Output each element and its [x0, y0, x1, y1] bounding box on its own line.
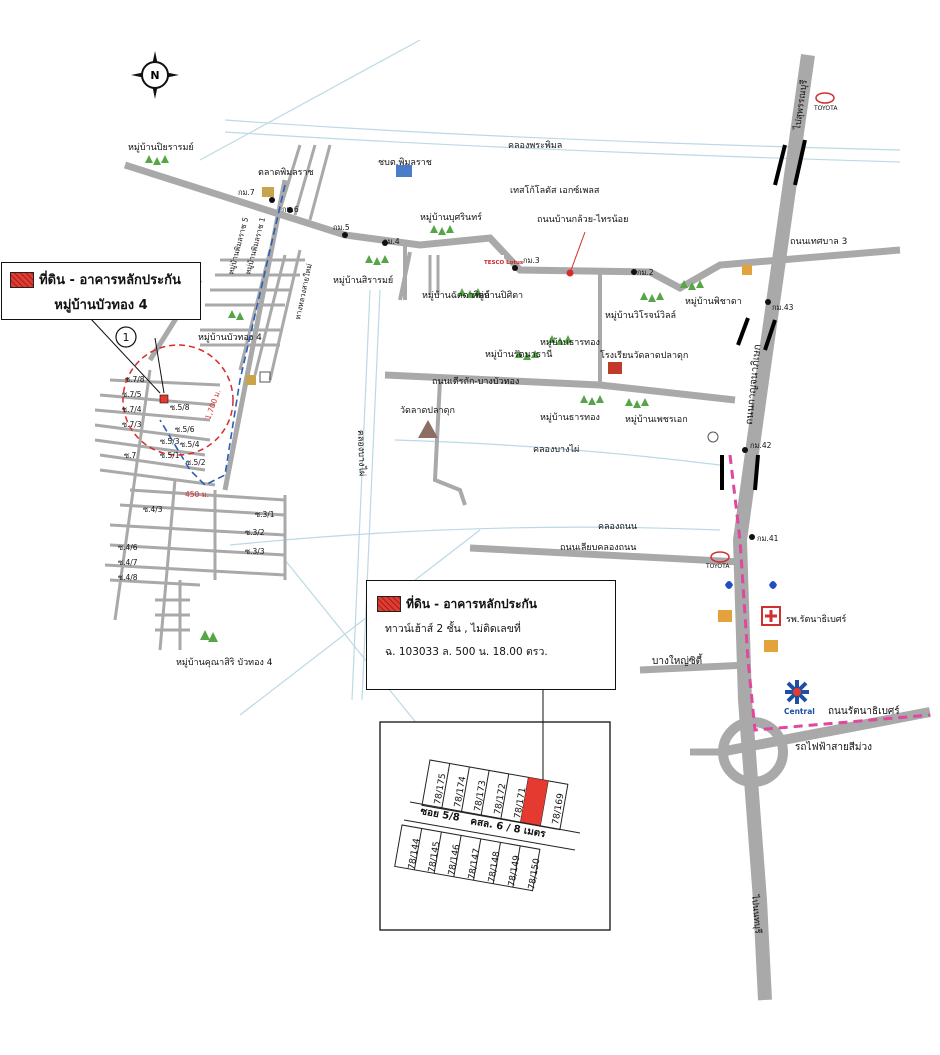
- poi-logos: [484, 92, 835, 704]
- label-wat: วัดลาดปลาดุก: [400, 406, 455, 416]
- label-pichaya: หมู่บ้านพิชาดา: [685, 296, 742, 307]
- label-kunasiri: หมู่บ้านคุณาสิริ บัวทอง 4: [176, 657, 273, 668]
- building-icons: [246, 165, 752, 438]
- svg-text:N: N: [150, 69, 159, 82]
- soi-label: ซ.3/2: [245, 528, 265, 537]
- label-piyaram: หมู่บ้านปิยรารมย์: [128, 141, 194, 153]
- label-purple-line: รถไฟฟ้าสายสีม่วง: [795, 741, 872, 753]
- label-pisita: หมู่บ้านปิศิตา: [472, 290, 523, 301]
- soi-label: ซ.7/4: [122, 405, 142, 414]
- label-tesco: เทสโก้โลตัส เอกซ์เพลส: [510, 184, 600, 196]
- soi-label: ซ.5/2: [186, 458, 206, 467]
- soi-label: ซ.4/8: [118, 573, 138, 582]
- label-kluay-sainoi: ถนนบ้านกล้วย-ไทรน้อย: [537, 214, 628, 225]
- soi-label: ซ.5/3: [160, 437, 180, 446]
- soi-label: ซ.7/3: [122, 420, 142, 429]
- soi-label: ซ.7: [124, 451, 136, 460]
- route-path: [159, 184, 286, 486]
- label-liab-klong: ถนนเลียบคลองถนน: [560, 542, 636, 553]
- legend-detail-title: ที่ดิน - อาคารหลักประกัน: [406, 597, 537, 611]
- legend-detail-deed: ฉ. 103033 ล. 500 น. 18.00 ตรว.: [385, 646, 548, 658]
- plot-detail: [379, 690, 611, 931]
- marker-one-label: 1: [123, 331, 130, 344]
- label-canal-phimon: คลองพระพิมล: [508, 140, 562, 151]
- label-km2: กม.2: [637, 268, 654, 277]
- soi-label: ซ.3/3: [245, 547, 265, 556]
- soi-label: ซ.5/8: [170, 403, 190, 412]
- soi-label: ซ.4/7: [118, 558, 138, 567]
- label-dist2: 450 ม.: [185, 490, 209, 499]
- legend-detail-building: ทาวน์เฮ้าส์ 2 ชั้น , ไม่ติดเลขที่: [385, 623, 521, 635]
- label-boonsirin: หมู่บ้านบุศรินทร์: [420, 211, 482, 223]
- label-km6: กม.6: [282, 205, 299, 214]
- legend-main-village: หมู่บ้านบัวทอง 4: [54, 298, 148, 313]
- label-rattanathibet: ถนนรัตนาธิเบศร์: [828, 705, 900, 717]
- label-central: Central: [784, 707, 815, 716]
- label-thanthong1: หมู่บ้านธารทอง: [540, 337, 600, 348]
- bridge-marks: [720, 139, 807, 491]
- label-toyota-mid: TOYOTA: [705, 563, 730, 570]
- soi-label: ซ.5/6: [175, 425, 195, 434]
- label-canal-thanon: คลองถนน: [598, 522, 637, 532]
- label-talad: ตลาดพิมลราช: [258, 167, 314, 178]
- label-teeraruk: ถนนเตีรถัก-บางบัวทอง: [432, 376, 519, 387]
- km-markers: [269, 197, 771, 540]
- soi-label: ซ.4/6: [118, 543, 138, 552]
- label-km5: กม.5: [333, 223, 350, 232]
- label-canal-bangphai-v: คลองบางไผ่: [355, 430, 368, 477]
- marker-one-circle: [115, 326, 137, 348]
- label-tesaban3: ถนนเทศบาล 3: [790, 237, 847, 247]
- label-buathong4: หมู่บ้านบัวทอง 4: [198, 332, 262, 343]
- purple-line-rail: [728, 454, 931, 732]
- target-marker: [159, 394, 169, 404]
- legend-main-title: ที่ดิน - อาคารหลักประกัน: [39, 273, 181, 288]
- soi-label: ซ.4/3: [143, 505, 163, 514]
- label-police: ชบต.พิมลราช: [378, 157, 432, 168]
- label-thanthong2: หมู่บ้านธารทอง: [540, 412, 600, 423]
- label-siraram: หมู่บ้านสิรารมย์: [333, 274, 393, 286]
- marker-swatch-icon: [377, 595, 401, 612]
- label-toyota-top: TOYOTA: [813, 105, 838, 112]
- marker-swatch-icon: [10, 271, 34, 288]
- soi-label: ซ.5/4: [180, 440, 200, 449]
- soi-label: ซ.5/1: [160, 451, 180, 460]
- label-highway-bottom: ไปนนทบุรี: [749, 893, 763, 934]
- label-km3: กม.3: [523, 256, 540, 265]
- target-radius: [122, 344, 234, 456]
- label-bangyai: บางใหญ่ซิตี้: [652, 653, 703, 667]
- label-chatdavil: หมู่บ้านฉัตดาวิลล์: [422, 289, 490, 301]
- legend-detail: ที่ดิน - อาคารหลักประกัน ทาวน์เฮ้าส์ 2 ช…: [366, 580, 616, 690]
- label-school: โรงเรียนวัดลาดปลาดุก: [600, 350, 688, 361]
- label-hospital: รพ.รัตนาธิเบศร์: [786, 613, 847, 625]
- label-petchrek: หมู่บ้านเพชรเอก: [625, 414, 688, 425]
- label-tesco-logo: TESCO Lotus: [484, 260, 524, 266]
- soi-label: ซ.3/1: [255, 510, 275, 519]
- legend-main: ที่ดิน - อาคารหลักประกัน หมู่บ้านบัวทอง …: [1, 262, 201, 320]
- tree-icons: [145, 155, 704, 642]
- soi-label: ซ.7/8: [125, 375, 145, 384]
- roads: [94, 54, 931, 1001]
- label-km42: กม.42: [750, 441, 772, 450]
- label-virojvil: หมู่บ้านวิโรจน์วิลล์: [605, 309, 676, 321]
- label-km7: กม.7: [238, 188, 255, 197]
- label-km43: กม.43: [772, 303, 794, 312]
- label-km4: กม.4: [383, 237, 400, 246]
- label-rattanathani: หมู่บ้านรัตนาธานี: [485, 349, 552, 360]
- north-compass-icon: N: [131, 51, 179, 99]
- label-km41: กม.41: [757, 534, 779, 543]
- label-canal-bangphai: คลองบางไผ่: [533, 444, 579, 455]
- soi-label: ซ.7/5: [122, 390, 142, 399]
